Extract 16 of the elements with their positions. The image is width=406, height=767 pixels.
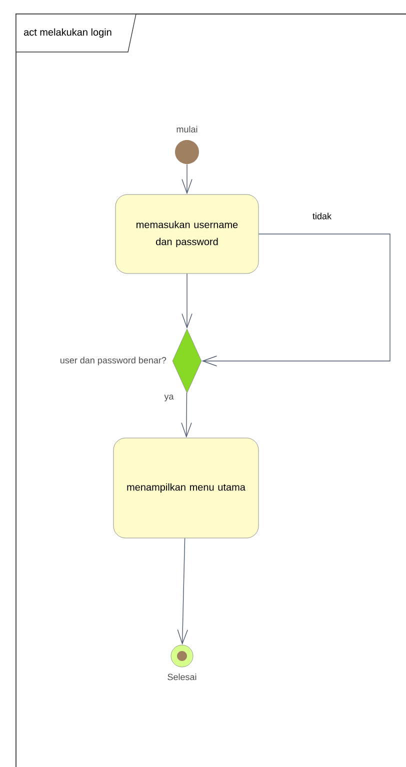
arrow xyxy=(182,164,192,194)
decision-diamond xyxy=(172,328,202,394)
arrow xyxy=(202,234,390,366)
node-caption: user dan password benar? xyxy=(60,356,166,366)
arrow xyxy=(181,392,192,438)
arrow xyxy=(182,273,192,329)
start-node xyxy=(175,140,199,164)
arrow xyxy=(177,538,188,645)
action-box: menampilkan menu utama xyxy=(113,438,259,538)
edge-label: tidak xyxy=(312,212,332,220)
edge-label: ya xyxy=(163,394,175,402)
action-box: memasukan username dan password xyxy=(115,194,259,274)
frame-tab: act melakukan login xyxy=(16,14,136,52)
end-node xyxy=(170,644,194,668)
node-caption: mulai xyxy=(176,126,198,132)
node-caption: Selesai xyxy=(168,674,196,680)
